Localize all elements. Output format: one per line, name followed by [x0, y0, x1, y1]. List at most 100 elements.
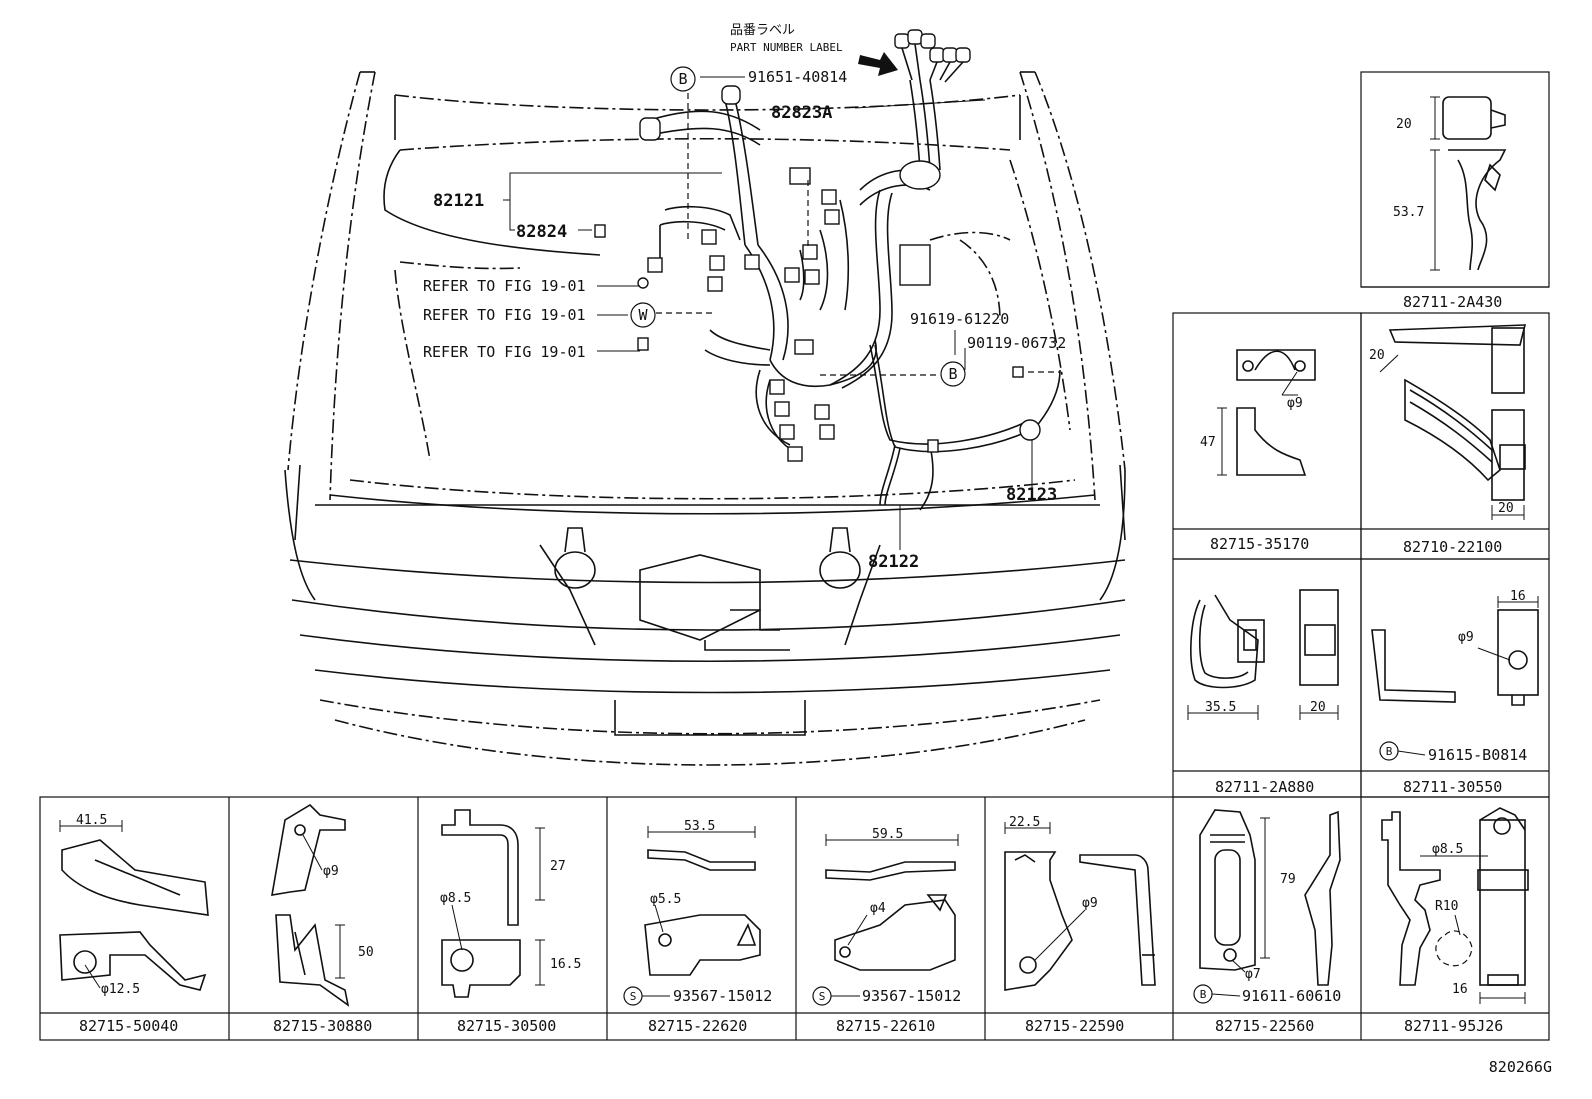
- dim-label: 20: [1310, 700, 1326, 715]
- dim-label: 20: [1369, 348, 1385, 363]
- connector: [787, 446, 803, 462]
- panel-82715-35170: φ9 47 82715-35170: [1200, 349, 1316, 553]
- circle-letter-b: B: [1200, 988, 1207, 1001]
- circle-letter-s: S: [630, 990, 637, 1003]
- harness-connectors: [594, 29, 1041, 462]
- circle-letter-w: W: [638, 306, 648, 324]
- panel-82715-30880: φ9 50 82715-30880: [271, 803, 374, 1035]
- circled-letters: B W B: [630, 66, 966, 387]
- connector: [709, 255, 725, 271]
- dim-label: 50: [358, 945, 374, 960]
- callout-82121: 82121: [433, 191, 484, 211]
- panel-82715-22590: 22.5 φ9 82715-22590: [1004, 815, 1156, 1035]
- connector: [774, 401, 790, 417]
- connector: [824, 209, 840, 225]
- part-number-82711-2a430: 82711-2A430: [1403, 293, 1502, 311]
- main-callouts: 品番ラベル PART NUMBER LABEL 91651-40814 8282…: [423, 23, 1066, 572]
- connector: [769, 379, 785, 395]
- panel-82715-30500: 27 φ8.5 16.5 82715-30500: [440, 809, 581, 1035]
- dim-label: 16: [1452, 982, 1468, 997]
- part-number-82711-30550: 82711-30550: [1403, 778, 1502, 796]
- callout-91651: 91651-40814: [748, 68, 847, 86]
- refer-fig-3: REFER TO FIG 19-01: [423, 343, 586, 361]
- dim-label: 41.5: [76, 813, 107, 828]
- callout-82824: 82824: [516, 222, 567, 242]
- panel-82711-2a430: 20 53.7 82711-2A430: [1393, 96, 1507, 311]
- dim-label: 79: [1280, 872, 1296, 887]
- dim-label: φ7: [1245, 967, 1261, 982]
- connector: [899, 160, 941, 190]
- connector: [647, 257, 663, 273]
- dim-label: φ9: [1082, 896, 1098, 911]
- part-number-82715-50040: 82715-50040: [79, 1017, 178, 1035]
- connector: [804, 269, 820, 285]
- dim-label: φ5.5: [650, 892, 681, 907]
- circle-letter-b: B: [678, 70, 687, 88]
- part-number-82715-22620: 82715-22620: [648, 1017, 747, 1035]
- dim-label: 20: [1498, 501, 1514, 516]
- dim-label: 47: [1200, 435, 1216, 450]
- connector: [701, 229, 717, 245]
- connector: [927, 439, 939, 453]
- dim-label: 20: [1396, 117, 1412, 132]
- part-number-82715-30500: 82715-30500: [457, 1017, 556, 1035]
- callout-82122: 82122: [868, 552, 919, 572]
- bottom-panel-grid: [39, 796, 1550, 1041]
- dim-label: φ8.5: [440, 891, 471, 906]
- diagram-id: 820266G: [1489, 1058, 1552, 1076]
- connector: [789, 167, 811, 185]
- dim-label: R10: [1435, 899, 1458, 914]
- dim-label: 16: [1510, 589, 1526, 604]
- dim-label: φ12.5: [101, 982, 140, 997]
- dim-label: 27: [550, 859, 566, 874]
- panel-82715-22560: 79 φ7 B 91611-60610 82715-22560: [1193, 809, 1341, 1035]
- connector: [819, 424, 835, 440]
- refer-fig-1: REFER TO FIG 19-01: [423, 277, 586, 295]
- sub-part-93567: 93567-15012: [862, 987, 961, 1005]
- part-number-82715-22610: 82715-22610: [836, 1017, 935, 1035]
- dim-label: φ9: [1287, 396, 1303, 411]
- connector: [802, 244, 818, 260]
- bolt-icon: [637, 277, 649, 289]
- panel-82715-22620: 53.5 φ5.5 S 93567-15012 82715-22620: [623, 819, 772, 1035]
- part-number-82715-30880: 82715-30880: [273, 1017, 372, 1035]
- circle-letter-s: S: [819, 990, 826, 1003]
- connector: [721, 85, 741, 105]
- sub-part-93567: 93567-15012: [673, 987, 772, 1005]
- dim-label: φ9: [1458, 630, 1474, 645]
- label-jp: 品番ラベル: [730, 23, 795, 38]
- bolt-icon: [637, 337, 649, 351]
- connector: [639, 117, 661, 141]
- bolt-icon: [1012, 366, 1024, 378]
- dim-label: 16.5: [550, 957, 581, 972]
- part-number-82715-22590: 82715-22590: [1025, 1017, 1124, 1035]
- label-en: PART NUMBER LABEL: [730, 41, 843, 54]
- leader-lines: [503, 76, 1060, 550]
- dim-label: 35.5: [1205, 700, 1236, 715]
- part-number-82711-2a880: 82711-2A880: [1215, 778, 1314, 796]
- connector: [814, 404, 830, 420]
- panel-82711-30550: 16 φ9 B 91615-B0814 82711-30550: [1371, 589, 1539, 796]
- dim-label: φ8.5: [1432, 842, 1463, 857]
- refer-fig-2: REFER TO FIG 19-01: [423, 306, 586, 324]
- panel-82715-22610: 59.5 φ4 S 93567-15012 82715-22610: [812, 827, 961, 1035]
- connector: [779, 424, 795, 440]
- part-number-82710-22100: 82710-22100: [1403, 538, 1502, 556]
- dim-label: 53.5: [684, 819, 715, 834]
- dim-label: φ9: [323, 864, 339, 879]
- panel-82710-22100: 20 20 82710-22100: [1369, 324, 1527, 556]
- panel-82711-95j26: φ8.5 R10 16 82711-95J26: [1381, 807, 1529, 1035]
- dim-label: φ4: [870, 901, 886, 916]
- dim-label: 22.5: [1009, 815, 1040, 830]
- panel-82711-2a880: 35.5 20 82711-2A880: [1187, 589, 1339, 796]
- dim-label: 59.5: [872, 827, 903, 842]
- connector: [744, 254, 760, 270]
- connector: [821, 189, 837, 205]
- clip-icon: [594, 224, 606, 238]
- sub-part-91611: 91611-60610: [1242, 987, 1341, 1005]
- panel-82715-50040: 41.5 φ12.5 82715-50040: [59, 813, 209, 1035]
- connector: [707, 276, 723, 292]
- part-number-82715-35170: 82715-35170: [1210, 535, 1309, 553]
- circle-letter-b: B: [1386, 745, 1393, 758]
